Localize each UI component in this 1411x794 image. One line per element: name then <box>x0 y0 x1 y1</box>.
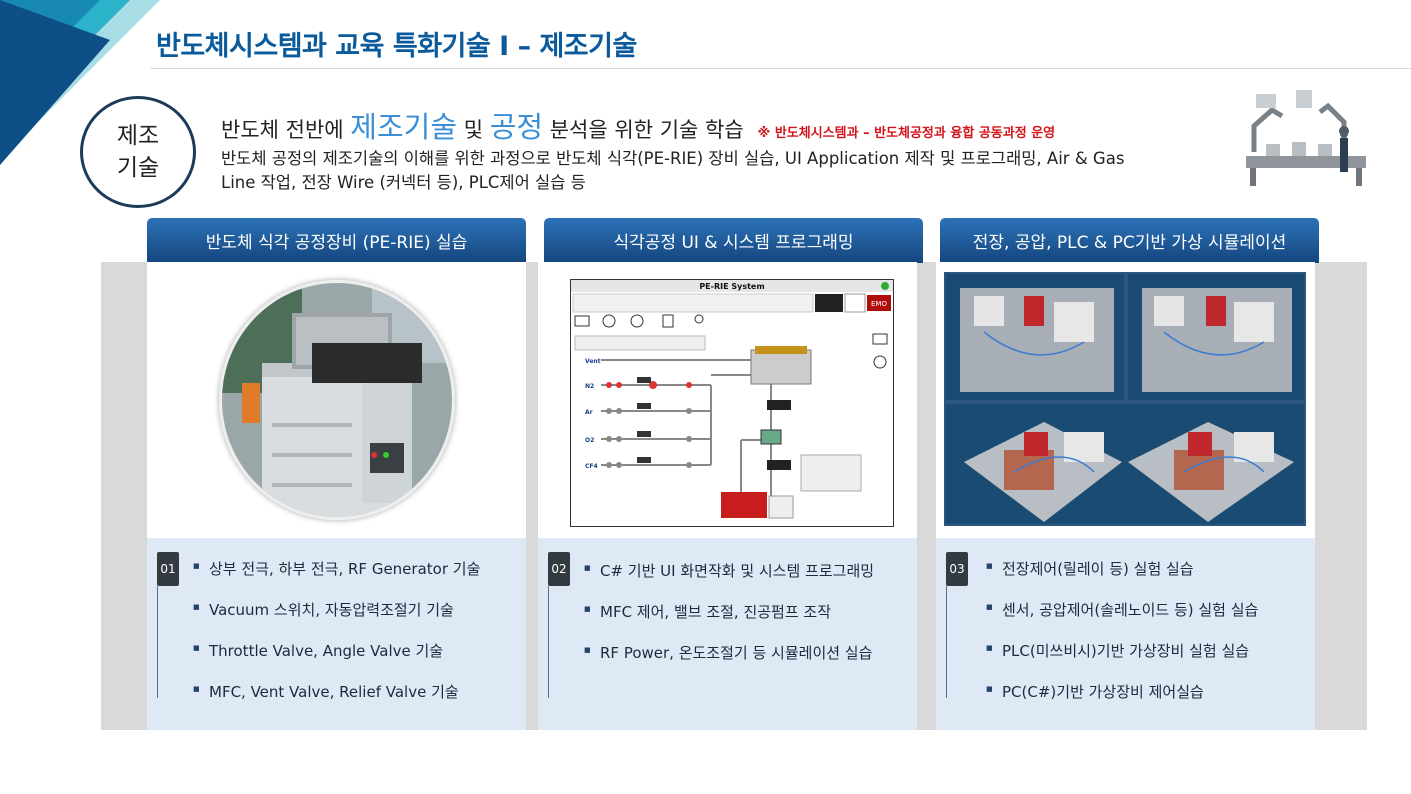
gas-label-cf4: CF4 <box>585 463 598 470</box>
column-1-image-area <box>147 262 526 538</box>
ui-emo-button: EMO <box>871 300 887 308</box>
column-1-list: 01 상부 전극, 하부 전극, RF Generator 기술 Vacuum … <box>147 538 526 730</box>
column-3-number: 03 <box>946 552 968 586</box>
list-item: MFC 제어, 밸브 조절, 진공펌프 조작 <box>584 601 874 622</box>
column-2-image-area: PE-RIE System EMO Vent N2 Ar O2 CF4 <box>538 262 917 538</box>
column-2-divider <box>548 586 549 698</box>
gas-label-ar: Ar <box>585 409 593 416</box>
column-1-number: 01 <box>157 552 179 586</box>
headline-part3: 분석을 위한 기술 학습 <box>543 118 744 142</box>
gas-label-n2: N2 <box>585 383 594 390</box>
list-item: PC(C#)기반 가상장비 제어실습 <box>986 681 1258 702</box>
list-item: PLC(미쓰비시)기반 가상장비 실험 실습 <box>986 640 1258 661</box>
course-description: 반도체 공정의 제조기술의 이해를 위한 과정으로 반도체 식각(PE-RIE)… <box>221 149 1125 192</box>
column-2-list: 02 C# 기반 UI 화면작화 및 시스템 프로그래밍 MFC 제어, 밸브 … <box>538 538 917 730</box>
column-3-divider <box>946 586 947 698</box>
list-item: MFC, Vent Valve, Relief Valve 기술 <box>193 681 480 702</box>
gas-label-vent: Vent <box>585 358 601 365</box>
pe-rie-ui-screenshot: PE-RIE System EMO Vent N2 Ar O2 CF4 <box>570 279 894 527</box>
list-item: Vacuum 스위치, 자동압력조절기 기술 <box>193 599 480 620</box>
list-item: RF Power, 온도조절기 등 시뮬레이션 실습 <box>584 642 874 663</box>
gas-label-o2: O2 <box>585 437 594 444</box>
corner-decoration <box>0 0 160 165</box>
list-item: 전장제어(릴레이 등) 실험 실습 <box>986 558 1258 579</box>
topic-badge: 제조 기술 <box>80 96 196 208</box>
headline-note: ※ 반도체시스템과 – 반도체공정과 융합 공동과정 운영 <box>757 126 1056 141</box>
headline-highlight-2: 공정 <box>489 110 544 144</box>
list-item: 센서, 공압제어(솔레노이드 등) 실험 실습 <box>986 599 1258 620</box>
title-divider <box>150 68 1411 69</box>
topic-badge-label: 제조 기술 <box>116 123 160 181</box>
ui-screen-title: PE-RIE System <box>699 282 764 291</box>
headline: 반도체 전반에 제조기술 및 공정 분석을 위한 기술 학습 ※ 반도체시스템과 … <box>221 104 1055 146</box>
list-item: 상부 전극, 하부 전극, RF Generator 기술 <box>193 558 480 579</box>
column-1-divider <box>157 586 158 698</box>
headline-highlight-1: 제조기술 <box>350 110 458 144</box>
headline-part2: 및 <box>457 118 490 142</box>
column-3-list: 03 전장제어(릴레이 등) 실험 실습 센서, 공압제어(솔레노이드 등) 실… <box>936 538 1315 730</box>
pe-rie-equipment-photo <box>219 280 455 520</box>
factory-robot-illustration <box>1246 90 1366 186</box>
column-2-heading: 식각공정 UI & 시스템 프로그래밍 <box>544 218 923 263</box>
column-2-number: 02 <box>548 552 570 586</box>
headline-part1: 반도체 전반에 <box>221 118 351 142</box>
column-3-heading: 전장, 공압, PLC & PC기반 가상 시뮬레이션 <box>940 218 1319 263</box>
column-3-image-area <box>936 262 1315 538</box>
column-1-heading: 반도체 식각 공정장비 (PE-RIE) 실습 <box>147 218 526 263</box>
page-title: 반도체시스템과 교육 특화기술 I – 제조기술 <box>156 31 637 62</box>
plc-simulation-screenshot <box>944 272 1306 526</box>
list-item: Throttle Valve, Angle Valve 기술 <box>193 640 480 661</box>
list-item: C# 기반 UI 화면작화 및 시스템 프로그래밍 <box>584 560 874 581</box>
